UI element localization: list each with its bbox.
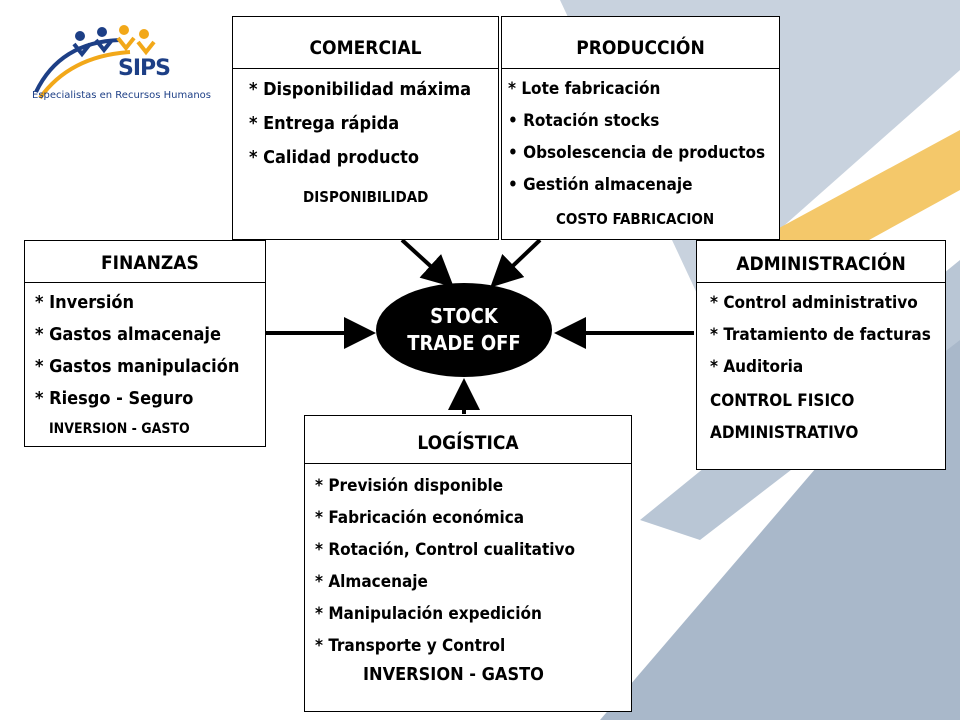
arrow-produccion: [490, 238, 542, 288]
list-item: * Disponibilidad máxima: [249, 79, 472, 100]
logo-name: SIPS: [118, 56, 171, 81]
box-comercial-body: * Disponibilidad máxima * Entrega rápida…: [233, 69, 498, 219]
list-item: * Inversión: [35, 292, 135, 313]
list-item: * Previsión disponible: [315, 476, 504, 496]
list-item: • Obsolescencia de productos: [508, 143, 766, 163]
list-item: * Almacenaje: [315, 572, 428, 592]
list-item: * Transporte y Control: [315, 636, 506, 656]
list-item: * Lote fabricación: [508, 79, 661, 99]
list-item: * Manipulación expedición: [315, 604, 542, 624]
box-finanzas-title: FINANZAS: [25, 241, 265, 283]
list-item: * Gastos almacenaje: [35, 324, 221, 345]
hub-line-2: TRADE OFF: [407, 331, 521, 355]
box-logistica-title: LOGÍSTICA: [305, 416, 631, 464]
box-administracion-body: * Control administrativo * Tratamiento d…: [697, 283, 945, 447]
box-produccion-title: PRODUCCIÓN: [502, 17, 779, 69]
box-administracion: ADMINISTRACIÓN * Control administrativo …: [696, 240, 946, 470]
list-item: * Calidad producto: [249, 147, 420, 168]
box-comercial: COMERCIAL * Disponibilidad máxima * Entr…: [232, 16, 499, 240]
list-item: * Fabricación económica: [315, 508, 525, 528]
box-logistica-footer: INVERSION - GASTO: [363, 664, 544, 685]
list-item: * Tratamiento de facturas: [710, 325, 931, 345]
list-item: * Entrega rápida: [249, 113, 400, 134]
box-finanzas-body: * Inversión * Gastos almacenaje * Gastos…: [25, 283, 265, 443]
box-produccion-footer: COSTO FABRICACION: [556, 210, 715, 228]
list-item: * Auditoria: [710, 357, 804, 377]
list-item: • Rotación stocks: [508, 111, 660, 131]
box-logistica: LOGÍSTICA * Previsión disponible * Fabri…: [304, 415, 632, 712]
list-item: * Control administrativo: [710, 293, 918, 313]
box-produccion-body: * Lote fabricación • Rotación stocks • O…: [502, 69, 779, 237]
box-comercial-title: COMERCIAL: [233, 17, 498, 69]
box-administracion-footer-2: ADMINISTRATIVO: [710, 423, 859, 443]
list-item: * Rotación, Control cualitativo: [315, 540, 576, 560]
box-finanzas-footer: INVERSION - GASTO: [49, 421, 190, 437]
hub-line-1: STOCK: [430, 304, 498, 328]
logo-tagline: Especialistas en Recursos Humanos: [32, 90, 212, 101]
list-item: * Gastos manipulación: [35, 356, 240, 377]
box-finanzas: FINANZAS * Inversión * Gastos almacenaje…: [24, 240, 266, 447]
sips-logo-icon: [34, 25, 156, 100]
box-administracion-title: ADMINISTRACIÓN: [697, 241, 945, 283]
box-logistica-body: * Previsión disponible * Fabricación eco…: [305, 464, 631, 688]
stock-trade-off-hub: STOCK TRADE OFF: [376, 283, 552, 377]
box-administracion-footer-1: CONTROL FISICO: [710, 391, 855, 411]
list-item: • Gestión almacenaje: [508, 175, 693, 195]
list-item: * Riesgo - Seguro: [35, 388, 194, 409]
box-comercial-footer: DISPONIBILIDAD: [303, 188, 429, 206]
box-produccion: PRODUCCIÓN * Lote fabricación • Rotación…: [501, 16, 780, 240]
arrow-comercial: [400, 238, 454, 288]
